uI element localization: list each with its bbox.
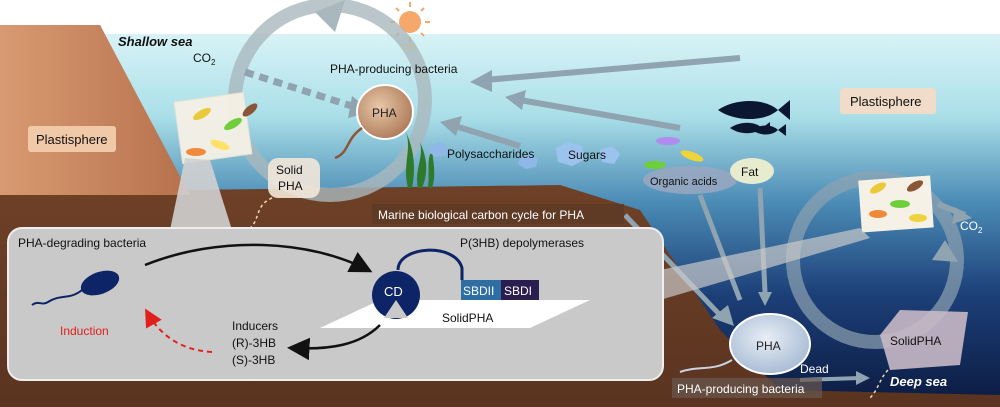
plastisphere-right-box bbox=[840, 88, 936, 114]
seaweed-icon bbox=[406, 132, 435, 188]
pha-granule-label: PHA bbox=[372, 106, 397, 120]
pha-degrading-bacteria-label: PHA-degrading bacteria bbox=[18, 236, 146, 250]
sugar-icon bbox=[556, 142, 620, 166]
pha-producing-cell-top: PHA bbox=[334, 84, 414, 160]
sugars-label: Sugars bbox=[568, 148, 606, 162]
co2-right-label: CO2 bbox=[960, 219, 983, 235]
product-arrow bbox=[287, 324, 381, 361]
enzyme-linker bbox=[396, 248, 464, 280]
organic-acids-bubble bbox=[643, 166, 737, 194]
sbdii-label: SBDII bbox=[463, 284, 494, 298]
marine-cycle-title: Marine biological carbon cycle for PHA bbox=[378, 208, 584, 222]
polysaccharide-icon bbox=[428, 142, 538, 169]
deep-sea-label: Deep sea bbox=[890, 374, 947, 389]
pha-producing-cell-deep: PHA bbox=[679, 313, 811, 375]
nutrient-arrows bbox=[440, 55, 741, 149]
polysaccharides-label: Polysaccharides bbox=[447, 147, 534, 161]
marine-cycle-title-box bbox=[372, 204, 624, 224]
cd-label: CD bbox=[384, 284, 403, 299]
plastisphere-left-label: Plastisphere bbox=[36, 132, 108, 147]
co2-top-label: CO2 bbox=[193, 51, 216, 67]
cycle-arrowhead-icon bbox=[315, 0, 345, 32]
plastisphere-right bbox=[858, 175, 934, 233]
cd-domain-icon: CD bbox=[372, 271, 420, 319]
coast-land bbox=[0, 25, 190, 195]
pha-granule-deep-label: PHA bbox=[756, 339, 781, 353]
shallow-sea-label: Shallow sea bbox=[118, 34, 192, 49]
solid-pha-top: Solid PHA bbox=[249, 158, 320, 229]
inset-connector-right bbox=[660, 228, 870, 300]
plastisphere-left-box bbox=[28, 126, 116, 152]
degrading-bacterium-icon bbox=[31, 270, 120, 306]
bacteria-green-icon bbox=[644, 161, 666, 169]
secretion-arrow bbox=[144, 243, 373, 273]
s-3hb-label: (S)-3HB bbox=[232, 353, 275, 367]
fish-icon bbox=[718, 100, 790, 136]
induction-label: Induction bbox=[60, 324, 109, 338]
fat-bubble bbox=[730, 158, 774, 184]
r-3hb-label: (R)-3HB bbox=[232, 336, 276, 350]
solid-pha-deep: SolidPHA bbox=[869, 310, 968, 399]
fat-label: Fat bbox=[741, 165, 759, 179]
dead-label: Dead bbox=[800, 362, 829, 376]
pha-producing-deep-label: PHA-producing bacteria bbox=[677, 382, 805, 396]
plastisphere-right-label: Plastisphere bbox=[850, 94, 922, 109]
inducers-label: Inducers bbox=[232, 319, 278, 333]
depolymerases-label: P(3HB) depolymerases bbox=[460, 236, 584, 250]
pha-producing-bacteria-label: PHA-producing bacteria bbox=[330, 62, 458, 76]
co2-fixation-arrow bbox=[243, 68, 360, 112]
sbdi-box bbox=[501, 280, 539, 300]
sbdi-label: SBDI bbox=[504, 284, 532, 298]
degradation-inset: PHA-degrading bacteria P(3HB) depolymera… bbox=[7, 227, 664, 381]
bacteria-purple-icon bbox=[656, 137, 680, 145]
sbdii-box bbox=[461, 280, 501, 300]
solid-pha-deep-label: SolidPHA bbox=[890, 334, 941, 348]
solid-pha-top-line1: Solid bbox=[276, 163, 303, 177]
solid-pha-inset-label: SolidPHA bbox=[442, 311, 493, 325]
bacteria-yellow-icon bbox=[680, 150, 704, 162]
organic-acids-label: Organic acids bbox=[650, 176, 718, 188]
solid-pha-top-line2: PHA bbox=[278, 179, 303, 193]
pha-producing-deep-box bbox=[672, 378, 822, 398]
inset-connector-left bbox=[170, 158, 232, 230]
plastisphere-left bbox=[173, 91, 258, 165]
induction-arrow bbox=[145, 308, 213, 353]
